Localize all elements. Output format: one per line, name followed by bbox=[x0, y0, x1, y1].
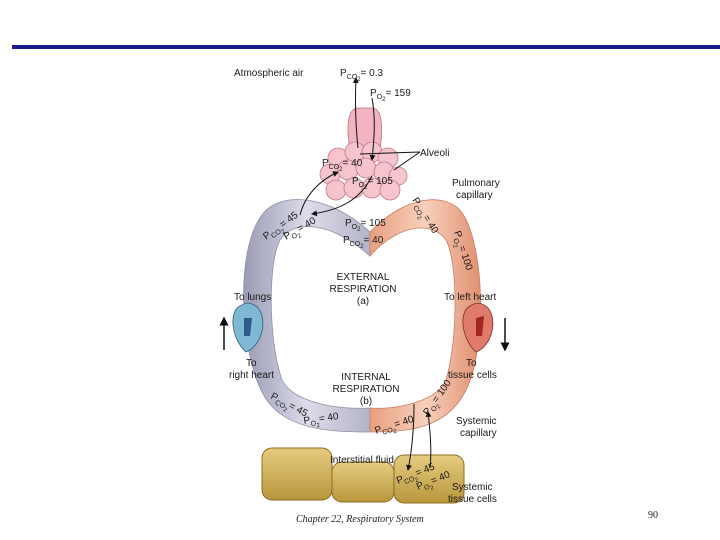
internal-respiration-label-1: INTERNAL bbox=[341, 372, 391, 383]
internal-respiration-label-3: (b) bbox=[360, 396, 372, 407]
to-right-heart-label-2: right heart bbox=[229, 370, 274, 381]
pulmonary-capillary-label-1: Pulmonary bbox=[452, 178, 500, 189]
capillary-po2-label: PO2= 105 bbox=[345, 218, 386, 233]
systemic-capillary-label-2: capillary bbox=[460, 428, 497, 439]
systemic-tissue-cells-label-2: tissue cells bbox=[448, 494, 497, 505]
to-left-heart-label: To left heart bbox=[444, 292, 496, 303]
external-respiration-label-3: (a) bbox=[357, 296, 369, 307]
atm-po2-label: PO2= 159 bbox=[370, 88, 411, 103]
footer-page-number: 90 bbox=[648, 510, 658, 521]
atm-pco2-label: PCO2= 0.3 bbox=[340, 68, 383, 83]
to-tissue-cells-label-2: tissue cells bbox=[448, 370, 497, 381]
external-respiration-label-1: EXTERNAL bbox=[337, 272, 390, 283]
systemic-tissue-cells-label-1: Systemic bbox=[452, 482, 493, 493]
atmospheric-air-label: Atmospheric air bbox=[234, 68, 304, 79]
interstitial-fluid-label: Interstitial fluid bbox=[330, 455, 394, 466]
internal-respiration-label-2: RESPIRATION bbox=[332, 384, 399, 395]
top-rule bbox=[12, 45, 720, 49]
alveoli-label: Alveoli bbox=[420, 148, 449, 159]
alveoli-po2-label: PO2= 105 bbox=[352, 176, 393, 191]
tissue-cells bbox=[261, 447, 465, 504]
heart-left-icon bbox=[232, 302, 264, 353]
external-respiration-label-2: RESPIRATION bbox=[329, 284, 396, 295]
systemic-venous-po2-label: PO2= 40 bbox=[303, 411, 340, 431]
arterial-capillary-loop bbox=[369, 199, 482, 433]
to-lungs-label: To lungs bbox=[234, 292, 271, 303]
capillary-pco2-label: PCO2= 40 bbox=[343, 235, 384, 250]
systemic-capillary-label-1: Systemic bbox=[456, 416, 497, 427]
pulmonary-capillary-label-2: capillary bbox=[456, 190, 493, 201]
heart-right-icon bbox=[462, 302, 494, 353]
footer-chapter: Chapter 22, Respiratory System bbox=[296, 514, 424, 525]
alveoli-pco2-label: PCO2= 40 bbox=[322, 158, 363, 173]
to-right-heart-label-1: To bbox=[246, 358, 257, 369]
diffusion-arrows bbox=[299, 77, 432, 471]
to-tissue-cells-label-1: To bbox=[466, 358, 477, 369]
